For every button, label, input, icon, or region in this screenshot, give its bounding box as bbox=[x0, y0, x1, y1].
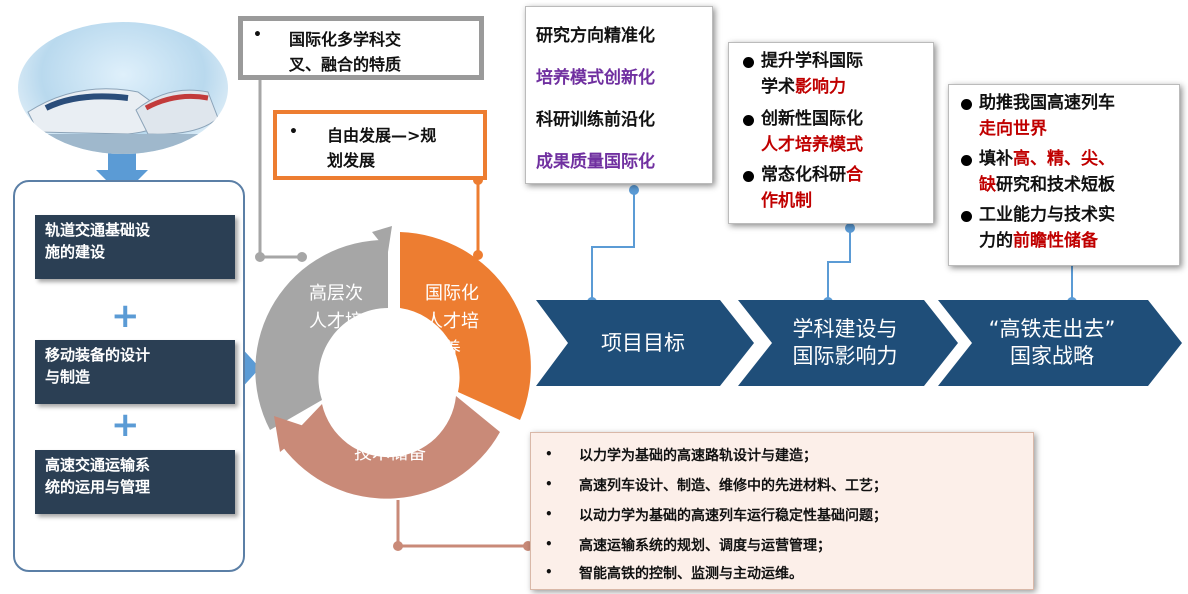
international-line-1: 国际化 bbox=[425, 283, 479, 304]
chevron-discipline-line-1: 学科建设与 bbox=[792, 317, 898, 341]
chevron-national-line-2: 国家战略 bbox=[1010, 344, 1094, 368]
transport-line-1: 高速交通运输系 bbox=[45, 456, 151, 474]
cycle-label-international: 国际化 人才培 养 bbox=[412, 280, 492, 364]
down-arrow-icon bbox=[96, 152, 148, 196]
talent-line-1: 高层次 bbox=[309, 283, 363, 304]
cycle-rose-arrowhead bbox=[274, 416, 310, 452]
talent-line-3: 养 bbox=[327, 339, 345, 360]
chevron-discipline-line-2: 国际影响力 bbox=[792, 344, 898, 368]
discipline-item-3-line-1: 常态化科研合 bbox=[761, 163, 863, 188]
national-item-3-line-2: 力的前瞻性储备 bbox=[979, 229, 1098, 254]
plus-icon: + bbox=[111, 405, 140, 445]
chevron-label-national: “高铁走出去” 国家战略 bbox=[962, 316, 1142, 370]
research-item-5: 智能高铁的控制、监测与主动运维。 bbox=[579, 566, 803, 582]
cycle-segment-rose bbox=[282, 396, 500, 499]
equipment-box: 移动装备的设计 与制造 bbox=[35, 340, 235, 404]
infrastructure-line-2: 施的建设 bbox=[45, 243, 106, 261]
bullet-icon: • bbox=[545, 537, 553, 551]
equipment-line-2: 与制造 bbox=[45, 368, 91, 386]
cycle-segment-gray bbox=[255, 239, 388, 430]
development-line-1: 自由发展—>规 bbox=[327, 126, 437, 145]
development-line-2: 划发展 bbox=[327, 151, 376, 170]
bullet-dot-icon bbox=[743, 115, 754, 126]
goal-item-3: 科研训练前沿化 bbox=[536, 110, 655, 130]
national-item-1-line-1: 助推我国高速列车 bbox=[979, 93, 1115, 113]
discipline-item-3-highlight-a: 合 bbox=[846, 165, 863, 185]
research-topics-box: • 以力学为基础的高速路轨设计与建造； • 高速列车设计、制造、维修中的先进材料… bbox=[530, 432, 1034, 590]
bullet-icon: • bbox=[545, 507, 553, 521]
discipline-item-1-text: 学术 bbox=[761, 77, 795, 97]
chevron-project bbox=[536, 300, 754, 386]
bullet-icon: • bbox=[545, 565, 553, 579]
national-item-2-line-2: 缺研究和技术短板 bbox=[979, 173, 1115, 198]
research-item-1: 以力学为基础的高速路轨设计与建造； bbox=[579, 448, 817, 464]
transport-box: 高速交通运输系 统的运用与管理 bbox=[35, 450, 235, 514]
bullet-dot-icon bbox=[961, 211, 972, 222]
goal-item-4: 成果质量国际化 bbox=[536, 152, 655, 172]
plus-icon: + bbox=[111, 296, 140, 336]
equipment-line-1: 移动装备的设计 bbox=[45, 346, 151, 364]
cycle-segment-gray-arrow bbox=[372, 226, 392, 252]
national-item-3-highlight: 前瞻性储备 bbox=[1013, 231, 1098, 251]
chevron-national bbox=[938, 300, 1182, 386]
international-line-3: 养 bbox=[443, 339, 461, 360]
national-item-1-highlight: 走向世界 bbox=[979, 119, 1047, 139]
national-item-2-line-1: 填补高、精、尖、 bbox=[979, 147, 1115, 172]
transport-line-2: 统的运用与管理 bbox=[45, 478, 151, 496]
interdisciplinary-line-2: 叉、融合的特质 bbox=[289, 55, 402, 74]
development-box: • 自由发展—>规 划发展 bbox=[273, 110, 487, 180]
chevron-label-project: 项目目标 bbox=[601, 331, 685, 355]
interdisciplinary-line-1: 国际化多学科交 bbox=[289, 30, 402, 49]
discipline-goal-box: 提升学科国际 学术影响力 创新性国际化 人才培养模式 常态化科研合 作机制 bbox=[728, 42, 934, 224]
national-item-3-text: 力的 bbox=[979, 231, 1013, 251]
talent-line-2: 人才培 bbox=[309, 311, 363, 332]
national-item-3-line-1: 工业能力与技术实 bbox=[979, 205, 1115, 225]
infrastructure-box: 轨道交通基础设 施的建设 bbox=[35, 215, 235, 279]
bullet-icon: • bbox=[545, 477, 553, 491]
bullet-icon: • bbox=[289, 124, 298, 140]
rose-connector bbox=[396, 500, 528, 548]
national-goal-box: 助推我国高速列车 走向世界 填补高、精、尖、 缺研究和技术短板 工业能力与技术实… bbox=[948, 84, 1180, 266]
research-item-3: 以动力学为基础的高速列车运行稳定性基础问题； bbox=[579, 508, 887, 524]
discipline-item-3-text: 常态化科研 bbox=[761, 165, 846, 185]
national-item-2-highlight-b: 缺 bbox=[979, 175, 996, 195]
bullet-dot-icon bbox=[961, 99, 972, 110]
discipline-item-1-line-2: 学术影响力 bbox=[761, 75, 846, 100]
bullet-icon: • bbox=[253, 27, 262, 43]
train-image bbox=[18, 22, 228, 154]
research-line-2: 技术储备 bbox=[354, 443, 426, 464]
research-line-1: 科学研究与 bbox=[345, 415, 435, 436]
bullet-dot-icon bbox=[743, 57, 754, 68]
goal-item-1: 研究方向精准化 bbox=[536, 26, 655, 46]
project-goal-box: 研究方向精准化 培养模式创新化 科研训练前沿化 成果质量国际化 bbox=[525, 6, 713, 184]
discipline-item-2-line-1: 创新性国际化 bbox=[761, 109, 863, 129]
bullet-dot-icon bbox=[961, 155, 972, 166]
discipline-item-2-highlight: 人才培养模式 bbox=[761, 135, 863, 155]
cycle-label-talent: 高层次 人才培 养 bbox=[296, 280, 376, 364]
research-item-4: 高速运输系统的规划、调度与运营管理； bbox=[579, 538, 831, 554]
chevron-discipline bbox=[738, 300, 958, 386]
chevron-national-line-1: “高铁走出去” bbox=[988, 317, 1116, 341]
chevron-label-discipline: 学科建设与 国际影响力 bbox=[770, 316, 920, 370]
national-item-2-text: 填补 bbox=[979, 149, 1013, 169]
research-item-2: 高速列车设计、制造、维修中的先进材料、工艺； bbox=[579, 478, 887, 494]
left-panel: 轨道交通基础设 施的建设 + 移动装备的设计 与制造 + 高速交通运输系 统的运… bbox=[13, 180, 245, 572]
national-item-2-text-b: 研究和技术短板 bbox=[996, 175, 1115, 195]
discipline-item-1-line-1: 提升学科国际 bbox=[761, 51, 863, 71]
international-line-2: 人才培 bbox=[425, 311, 479, 332]
national-item-2-highlight-a: 高、精、尖、 bbox=[1013, 149, 1115, 169]
infrastructure-line-1: 轨道交通基础设 bbox=[45, 221, 151, 239]
discipline-item-1-highlight: 影响力 bbox=[795, 77, 846, 97]
train-icon bbox=[18, 88, 228, 154]
cycle-label-research: 科学研究与 技术储备 bbox=[330, 412, 450, 468]
bullet-dot-icon bbox=[743, 171, 754, 182]
interdisciplinary-box: • 国际化多学科交 叉、融合的特质 bbox=[238, 16, 484, 80]
goal-connector bbox=[591, 190, 635, 302]
goal-item-2: 培养模式创新化 bbox=[536, 68, 655, 88]
bullet-icon: • bbox=[545, 447, 553, 461]
cycle-segment-orange bbox=[400, 232, 531, 420]
discipline-connector bbox=[827, 228, 851, 302]
discipline-item-3-highlight-b: 作机制 bbox=[761, 191, 812, 211]
